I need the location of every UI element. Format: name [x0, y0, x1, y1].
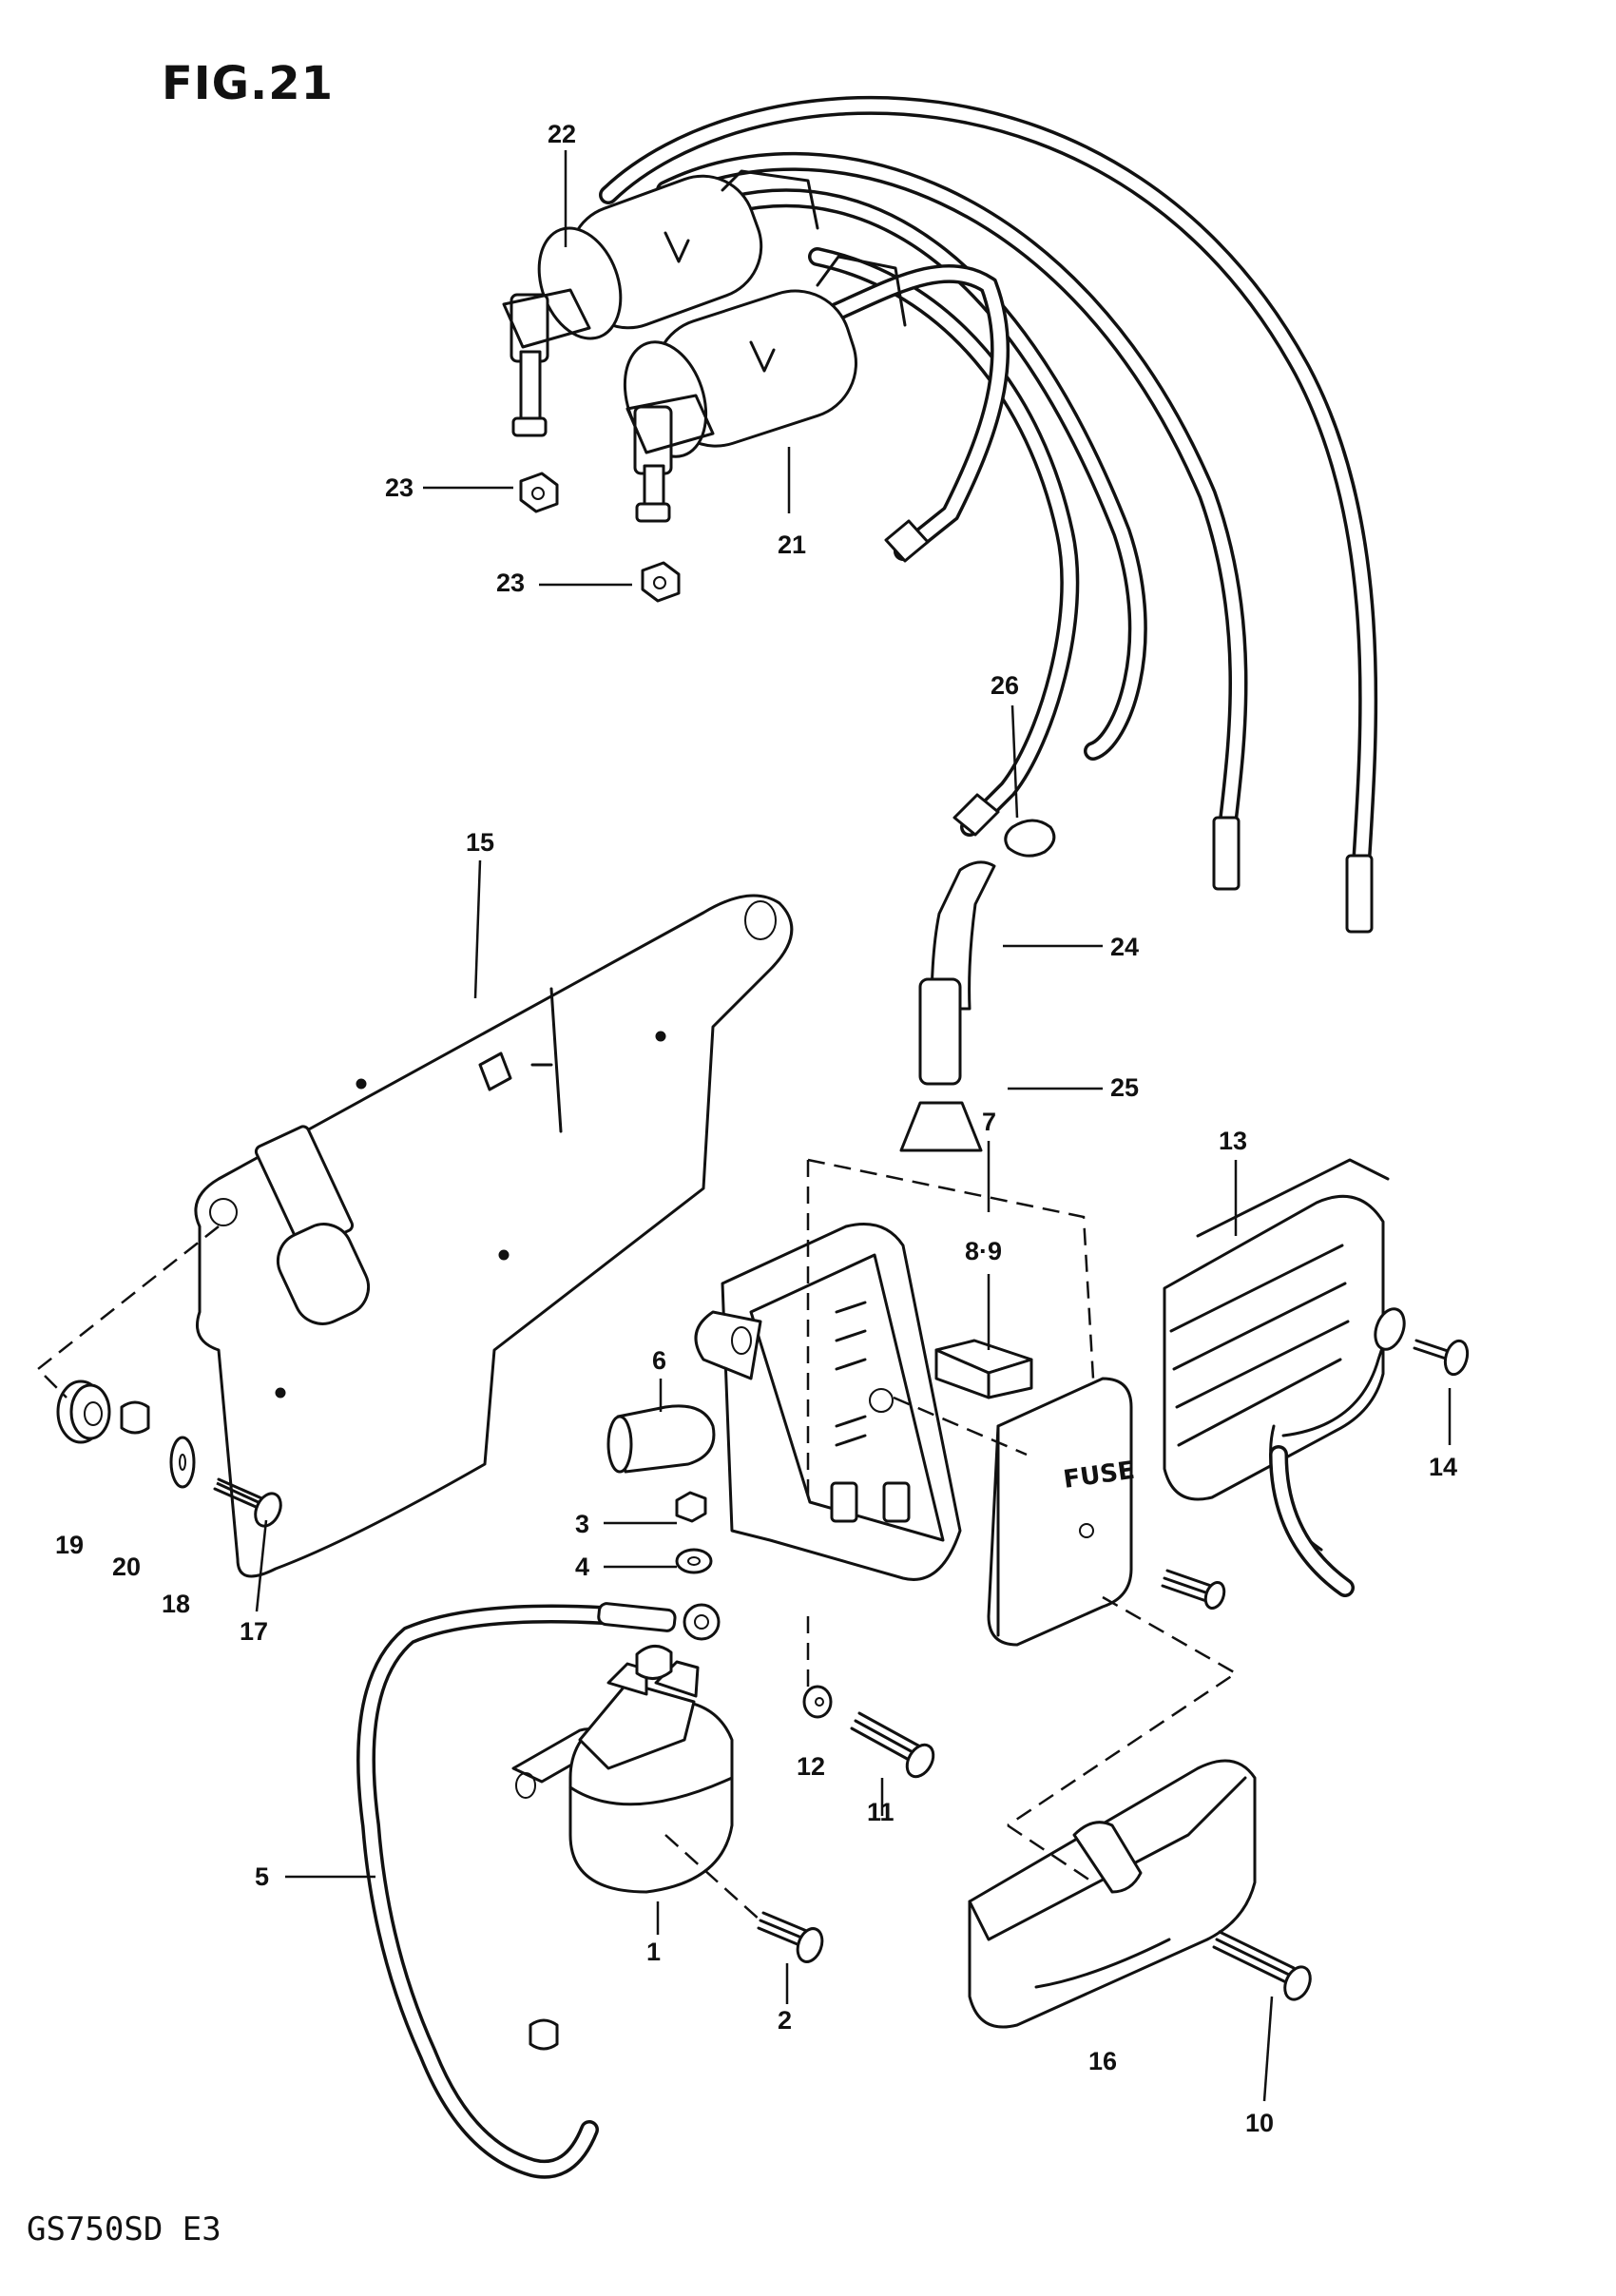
callout-6: 6	[652, 1346, 667, 1375]
callout-26: 26	[991, 671, 1020, 700]
screw-11	[850, 1711, 935, 1779]
callout-23-lower: 23	[496, 569, 526, 597]
terminal-cover-6	[606, 1404, 716, 1474]
figure-label: FIG.21	[162, 57, 335, 110]
battery-cable-5	[356, 1602, 721, 2179]
callout-24: 24	[1110, 933, 1140, 961]
callout-1: 1	[646, 1938, 662, 1966]
assembly-lines	[36, 1158, 1239, 1921]
washer-12	[802, 1685, 833, 1719]
callout-11: 11	[867, 1798, 895, 1826]
callout-19: 19	[55, 1531, 85, 1559]
callout-3: 3	[575, 1510, 590, 1538]
callout-14: 14	[1429, 1453, 1458, 1481]
screw-fuse-cover	[1161, 1569, 1226, 1611]
washer-18	[169, 1436, 196, 1489]
callout-12: 12	[797, 1752, 826, 1781]
screw-14	[1413, 1339, 1470, 1377]
bolt-17	[213, 1477, 282, 1528]
cover-16	[968, 1759, 1257, 2029]
washer-4	[675, 1548, 713, 1574]
nut-3	[675, 1491, 707, 1523]
callout-2: 2	[778, 2006, 793, 2035]
callout-10: 10	[1245, 2109, 1275, 2137]
callout-16: 16	[1088, 2047, 1118, 2075]
callout-15: 15	[466, 828, 495, 857]
starter-relay-1	[511, 1645, 734, 1894]
fuse-8-9	[934, 1339, 1033, 1399]
collar-20	[120, 1400, 150, 1435]
callout-8-9: 8·9	[965, 1237, 1003, 1265]
leader-lines	[255, 150, 1452, 2102]
callout-20: 20	[112, 1553, 142, 1581]
fuse-cover: FUSE	[987, 1377, 1137, 1647]
callout-21: 21	[778, 531, 807, 559]
nut-23-lower	[641, 561, 681, 603]
bracket-15	[194, 894, 794, 1578]
grommet-19	[56, 1380, 111, 1444]
callout-25: 25	[1110, 1073, 1140, 1102]
callout-13: 13	[1219, 1127, 1248, 1155]
spark-plug-cap-24	[899, 819, 1056, 1152]
callout-23-upper: 23	[385, 473, 414, 502]
callout-22: 22	[548, 120, 577, 148]
callout-17: 17	[240, 1617, 269, 1646]
ignition-coil-21	[623, 255, 907, 523]
nut-23-upper	[519, 472, 559, 513]
screw-10	[1212, 1930, 1312, 2001]
high-tension-wires	[599, 95, 1378, 934]
model-code: GS750SD E3	[27, 2210, 221, 2248]
callout-4: 4	[575, 1553, 590, 1581]
callout-18: 18	[162, 1590, 191, 1618]
screw-2	[757, 1911, 824, 1963]
ignition-coil-22	[502, 169, 819, 437]
fuse-box-7	[694, 1223, 962, 1581]
callout-5: 5	[255, 1862, 270, 1891]
regulator-rectifier-13	[1163, 1158, 1406, 1597]
callout-7: 7	[982, 1108, 997, 1136]
